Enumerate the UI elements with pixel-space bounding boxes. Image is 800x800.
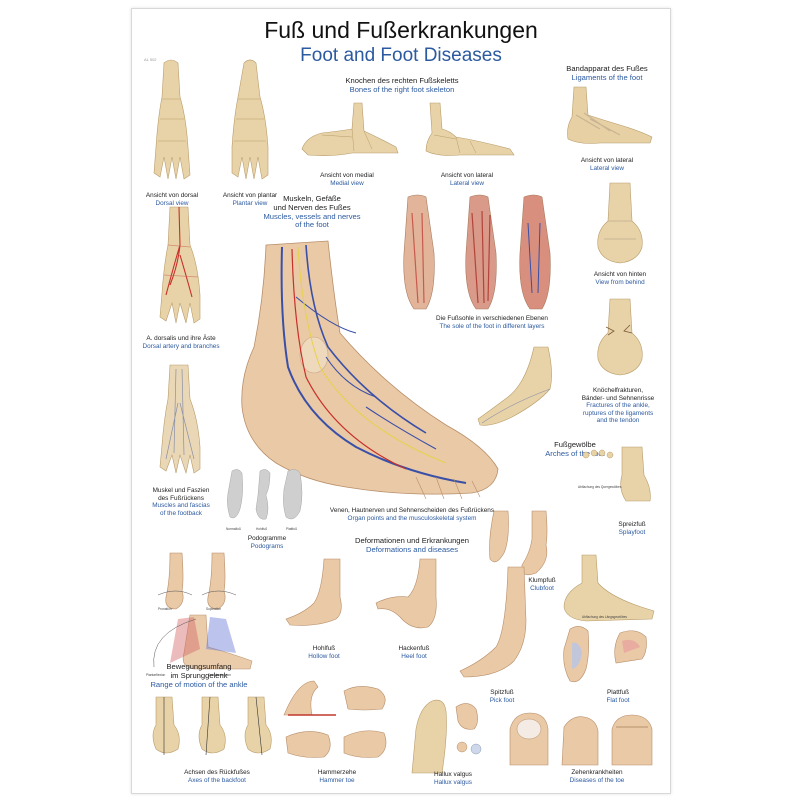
hollow-foot-illustration (278, 557, 368, 637)
view-behind-illustration (588, 181, 652, 267)
hallux-valgus-illustration (396, 689, 496, 775)
caption-fractures: Knöchelfrakturen,Bänder- und Sehnenrisse… (581, 387, 655, 425)
skeleton-plantar-illustration (224, 57, 274, 182)
bones-lateral-illustration (420, 101, 520, 163)
poster-title-en: Foot and Foot Diseases (300, 45, 502, 66)
supination-label: Supination (206, 607, 222, 611)
extension-label: Dorsalextension (208, 673, 231, 677)
backfoot-axes-illustration (146, 695, 278, 759)
footback-muscles-illustration (150, 363, 210, 475)
flexion-label: Plantarflexion (146, 673, 166, 677)
vessels-nerves-foot-illustration (236, 237, 512, 505)
ankle-rotation-illustration (152, 551, 242, 615)
podo-normal-label: Normalfuß (226, 527, 241, 531)
anatomy-poster: Fuß und Fußerkrankungen Foot and Foot Di… (131, 8, 671, 794)
poster-title-de: Fuß und Fußerkrankungen (264, 17, 538, 43)
toe-diseases-illustration (502, 709, 664, 767)
podo-hollow-label: Hohlfuß (256, 527, 268, 531)
flat-foot-soles-illustration (556, 623, 656, 687)
arches-illustration (472, 343, 572, 433)
fractures-illustration (588, 297, 652, 379)
dorsal-artery-illustration (150, 205, 210, 325)
heel-foot-illustration (372, 557, 462, 637)
pronation-label: Pronation (158, 607, 172, 611)
skeleton-dorsal-illustration (146, 57, 196, 182)
pick-foot-illustration (450, 565, 540, 685)
splayfoot-illustration (578, 445, 658, 505)
bones-medial-illustration (292, 101, 402, 163)
caption-organ-points: Venen, Hautnerven und Sehnenscheiden des… (329, 507, 495, 522)
podograms-illustration (224, 465, 308, 527)
splay-tag: Abflachung des Quergewölbes (578, 485, 622, 489)
flat-tag: Abflachung des Längsgewölbes (582, 615, 628, 619)
flat-foot-illustration (552, 553, 660, 629)
range-motion-illustration (140, 613, 264, 675)
clubfoot-illustration (486, 509, 570, 581)
ligaments-illustration (560, 85, 656, 151)
podo-flat-label: Plattfuß (286, 527, 297, 531)
sole-layers-illustration (396, 193, 556, 313)
poster-code: AL 502 (144, 57, 157, 62)
hammer-toe-illustration (278, 675, 396, 767)
